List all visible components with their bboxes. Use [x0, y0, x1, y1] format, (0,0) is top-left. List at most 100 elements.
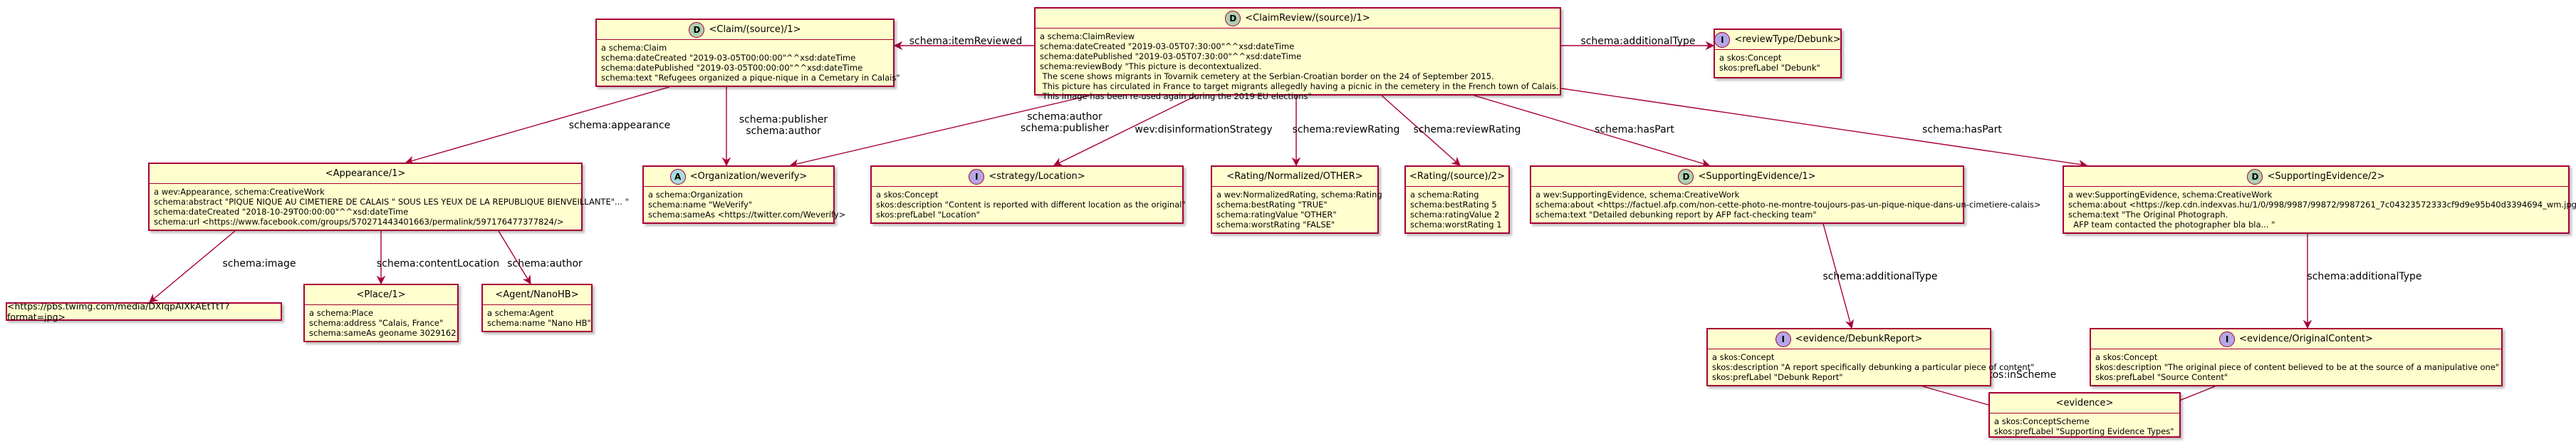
node-title: <evidence/OriginalContent>	[2239, 334, 2373, 344]
edge: schema:hasPart	[1474, 95, 1711, 168]
node-header: <Rating/(source)/2>	[1406, 167, 1508, 187]
node-title: <SupportingEvidence/2>	[2267, 171, 2385, 182]
node-supp1: D<SupportingEvidence/1>a wev:SupportingE…	[1530, 165, 2041, 224]
node-attribute: skos:description "The original piece of …	[2095, 362, 2500, 372]
edge-label: schema:appearance	[569, 120, 670, 131]
edge-label: schema:reviewRating	[1293, 124, 1400, 135]
node-attribute: The scene shows migrants in Tovarnik cem…	[1040, 71, 1494, 81]
node-attribute: skos:description "A report specifically …	[1712, 362, 2035, 372]
edge-label: schema:additionalType	[1580, 36, 1695, 47]
edge-label: schema:contentLocation	[377, 258, 499, 269]
node-attribute: schema:dateCreated "2019-03-05T00:00:00"…	[601, 53, 856, 63]
node-image: <https://pbs.twimg.com/media/DXIqpAIXkAE…	[6, 301, 282, 322]
node-attribute: schema:text "Detailed debunking report b…	[1535, 210, 1817, 220]
node-attribute: skos:prefLabel "Supporting Evidence Type…	[1994, 426, 2174, 436]
node-attribute: schema:address "Calais, France"	[309, 318, 444, 328]
edge-label: schema:publisher	[739, 114, 828, 125]
node-title: <Claim/(source)/1>	[709, 24, 801, 35]
node-header: D<SupportingEvidence/1>	[1531, 167, 1963, 187]
node-attributes: a wev:SupportingEvidence, schema:Creativ…	[1531, 187, 2041, 222]
node-attribute: a wev:NormalizedRating, schema:Rating	[1216, 190, 1382, 200]
stereotype-d-icon: D	[1678, 168, 1694, 185]
node-attribute: schema:sameAs <https://twitter.com/Wever…	[648, 210, 846, 220]
node-title: <strategy/Location>	[989, 171, 1085, 182]
edge: schema:appearance	[405, 86, 670, 165]
node-header: I<evidence/OriginalContent>	[2091, 329, 2501, 349]
node-header: D <SupportingEvidence/2>	[2064, 167, 2568, 187]
edge: wev:disinformationStrategy	[1053, 95, 1273, 166]
node-claimreview: D<ClaimReview/(source)/1> a schema:ClaimR…	[1034, 7, 1561, 101]
edge: schema:additionalType	[1561, 36, 1715, 51]
edge-line	[1560, 88, 2088, 169]
node-attribute: schema:ratingValue "OTHER"	[1216, 210, 1337, 220]
node-attribute: schema:text "Refugees organized a pique-…	[601, 73, 900, 83]
node-attribute: a schema:ClaimReview	[1040, 31, 1135, 41]
edge-label: schema:additionalType	[1823, 271, 1937, 282]
node-header: <Place/1>	[305, 285, 457, 305]
node-attribute: schema:dateCreated "2018-10-29T00:00:00"…	[154, 207, 409, 217]
node-attribute: schema:url <https://www.facebook.com/gro…	[154, 217, 564, 227]
node-title: <evidence/DebunkReport>	[1795, 334, 1923, 344]
node-originalcontent: I<evidence/OriginalContent>a skos:Concep…	[2090, 328, 2503, 386]
node-title: <Rating/(source)/2>	[1409, 171, 1506, 182]
node-attribute: a schema:Agent	[487, 308, 554, 318]
node-attribute: This image has been re-used again during…	[1040, 91, 1312, 101]
node-supp2: D <SupportingEvidence/2> a wev:SupportingE…	[2063, 165, 2576, 234]
node-attribute: schema:about <https://kep.cdn.indexvas.h…	[2068, 200, 2576, 210]
node-organization: A<Organization/weverify>a schema:Organiz…	[642, 165, 846, 224]
stereotype-d-icon: D	[689, 21, 705, 38]
edge-label: schema:hasPart	[1922, 124, 2002, 135]
node-attribute: schema:ratingValue 2	[1410, 210, 1500, 220]
edge-label: schema:reviewRating	[1414, 124, 1521, 135]
node-attribute: schema:datePublished "2019-03-05T07:30:0…	[1040, 51, 1302, 61]
edge: schema:additionalType	[1823, 223, 1938, 329]
node-attribute: a schema:Organization	[648, 190, 744, 200]
node-header: I<evidence/DebunkReport>	[1708, 329, 1990, 349]
node-attribute: a schema:Place	[309, 308, 374, 318]
edge-label: schema:author	[746, 125, 821, 137]
edge-line	[1823, 223, 1855, 329]
node-attribute: schema:sameAs geoname 3029162	[309, 328, 457, 338]
edge-line	[498, 230, 531, 285]
node-attribute: schema:text "The Original Photograph.	[2068, 210, 2228, 220]
node-attribute: schema:worstRating "FALSE"	[1216, 220, 1335, 230]
edge-line	[1053, 95, 1197, 166]
node-attribute: a schema:Claim	[601, 43, 667, 53]
node-attribute: a wev:SupportingEvidence, schema:Creativ…	[2068, 190, 2273, 200]
node-attribute: schema:worstRating 1	[1410, 220, 1502, 230]
node-header: D<ClaimReview/(source)/1>	[1036, 9, 1560, 29]
edge-label: schema:author	[1027, 111, 1102, 123]
node-attribute: a wev:Appearance, schema:CreativeWork	[154, 187, 325, 197]
node-title: <Agent/NanoHB>	[495, 289, 579, 300]
node-attribute: schema:abstract "PIQUE NIQUE AU CIMETIER…	[154, 197, 629, 207]
edge-line	[405, 86, 670, 165]
node-header: <Appearance/1>	[150, 164, 581, 184]
node-header: I<reviewType/Debunk>	[1714, 30, 1841, 50]
node-header: <evidence>	[1990, 394, 2179, 413]
node-attributes: a wev:SupportingEvidence, schema:Creativ…	[2064, 187, 2576, 232]
node-header: D <Claim/(source)/1>	[597, 20, 893, 40]
node-attribute: AFP team contacted the photographer bla …	[2068, 220, 2275, 230]
node-attribute: This picture has circulated in France to…	[1040, 81, 1559, 91]
node-title: <evidence>	[2055, 398, 2114, 408]
edge: schema:author	[498, 230, 583, 285]
node-attribute: a skos:Concept	[2095, 352, 2158, 362]
stereotype-i-icon: I	[2219, 331, 2236, 347]
edge-line	[1381, 95, 1461, 166]
stereotype-d-icon: D	[2247, 168, 2263, 185]
node-attributes: a wev:NormalizedRating, schema:Rating sch…	[1212, 187, 1382, 232]
